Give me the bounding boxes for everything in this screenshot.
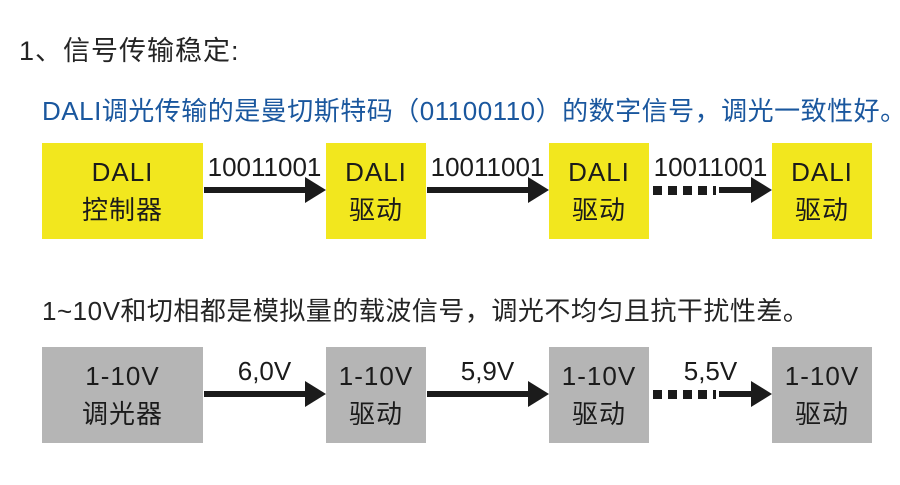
arrow-label: 6,0V <box>237 356 292 386</box>
flow-connector: 5,5V <box>649 347 772 443</box>
dali-driver-node: DALI 驱动 <box>326 143 426 239</box>
node-label-line1: DALI <box>91 157 154 187</box>
arrow-label: 10011001 <box>207 152 322 182</box>
node-label-line2: 驱动 <box>348 399 403 429</box>
flow-connector: 10011001 <box>649 143 772 239</box>
node-label-line1: DALI <box>791 157 853 187</box>
analog-driver-node: 1-10V 驱动 <box>549 347 649 443</box>
arrow-label: 5,5V <box>683 356 738 386</box>
node-label-line2: 驱动 <box>794 195 849 225</box>
node-label-line2: 驱动 <box>571 399 626 429</box>
flow-connector: 10011001 <box>203 143 326 239</box>
node-label-line1: 1-10V <box>561 361 637 391</box>
page-title: 1、信号传输稳定: <box>19 36 240 66</box>
node-label-line1: DALI <box>345 157 407 187</box>
analog-dimmer-node: 1-10V 调光器 <box>42 347 203 443</box>
analog-flow-row: 1-10V 调光器 6,0V 1-10V 驱动 5,9V 1-10V 驱动 5,… <box>42 347 872 443</box>
flow-connector: 5,9V <box>426 347 549 443</box>
flow-connector: 6,0V <box>203 347 326 443</box>
arrow-label: 10011001 <box>653 152 768 182</box>
dali-driver-node: DALI 驱动 <box>549 143 649 239</box>
arrow-label: 10011001 <box>430 152 545 182</box>
node-label-line2: 驱动 <box>571 195 626 225</box>
analog-driver-node: 1-10V 驱动 <box>326 347 426 443</box>
arrow-label: 5,9V <box>460 356 515 386</box>
right-arrow-icon <box>426 381 549 407</box>
right-arrow-icon <box>203 177 326 203</box>
right-arrow-icon <box>203 381 326 407</box>
node-label-line1: 1-10V <box>338 361 414 391</box>
dali-driver-node: DALI 驱动 <box>772 143 872 239</box>
analog-caption: 1~10V和切相都是模拟量的载波信号，调光不均匀且抗干扰性差。 <box>42 296 810 326</box>
analog-driver-node: 1-10V 驱动 <box>772 347 872 443</box>
node-label-line2: 驱动 <box>794 399 849 429</box>
dashed-right-arrow-icon <box>649 381 772 407</box>
node-label-line2: 控制器 <box>81 195 163 225</box>
dali-flow-row: DALI 控制器 10011001 DALI 驱动 10011001 DALI … <box>42 143 872 239</box>
node-label-line1: 1-10V <box>85 361 160 391</box>
dali-controller-node: DALI 控制器 <box>42 143 203 239</box>
node-label-line1: DALI <box>568 157 630 187</box>
flow-connector: 10011001 <box>426 143 549 239</box>
node-label-line2: 驱动 <box>348 195 403 225</box>
right-arrow-icon <box>426 177 549 203</box>
dashed-right-arrow-icon <box>649 177 772 203</box>
node-label-line2: 调光器 <box>81 399 163 429</box>
node-label-line1: 1-10V <box>784 361 860 391</box>
dali-caption: DALI调光传输的是曼切斯特码（01100110）的数字信号，调光一致性好。 <box>42 96 900 126</box>
